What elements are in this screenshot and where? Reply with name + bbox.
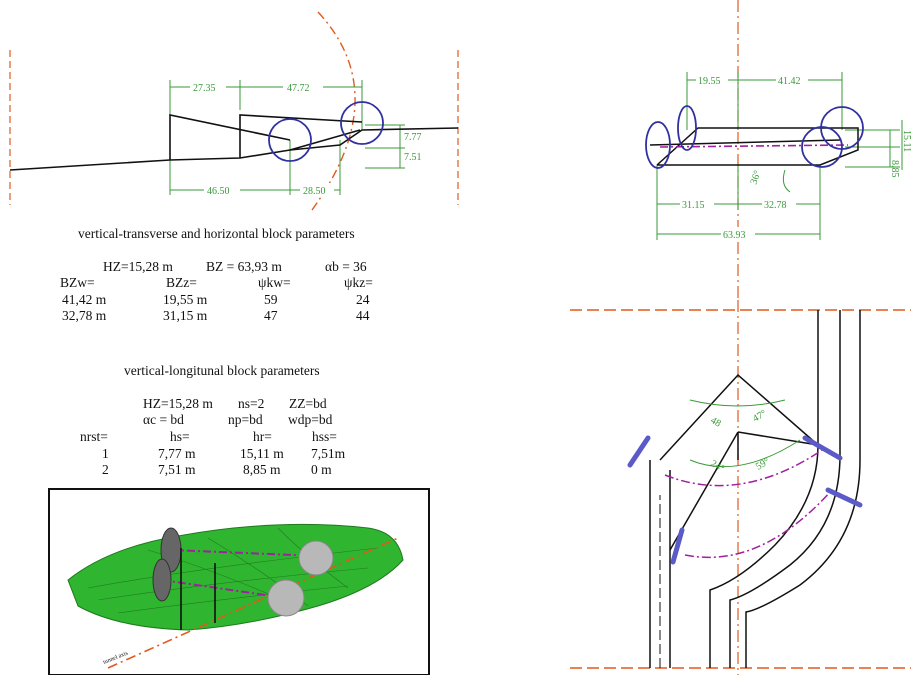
block-circle-2 — [340, 101, 384, 145]
plan-angle-4: 59° — [754, 456, 772, 473]
dim-top-2: 47.72 — [287, 83, 310, 94]
dim-plan-top-2: 41.42 — [778, 76, 801, 87]
radius-arc — [311, 11, 356, 211]
block2-np: np=bd — [228, 412, 263, 427]
block2-h2: hr= — [253, 429, 272, 444]
block1-hz: HZ=15,28 m — [103, 259, 173, 274]
dim-plan-right-1: 8.85 — [889, 160, 900, 178]
block1-r1c3: 24 — [356, 292, 370, 307]
plan-circle-2 — [820, 106, 864, 150]
block2-h0: nrst= — [80, 429, 108, 444]
block1-title: vertical-transverse and horizontal block… — [78, 226, 355, 241]
plan-magenta-arc-2 — [684, 489, 833, 559]
block2-hz: HZ=15,28 m — [143, 396, 213, 411]
block2-r1c1: 7,77 m — [158, 446, 196, 461]
plan-outline — [656, 127, 859, 166]
block2-r2c3: 0 m — [311, 462, 332, 477]
block2-line2: αc = bd np=bd wdp=bd — [0, 412, 560, 430]
block2-row-1: 1 7,77 m 15,11 m 7,51m — [0, 446, 560, 464]
block1-r1c1: 19,55 m — [163, 292, 208, 307]
dim-top-1: 27.35 — [193, 83, 216, 94]
block2-r1c0: 1 — [102, 446, 109, 461]
plan-angle-1: 48 — [709, 415, 723, 430]
dim-right-2: 7.51 — [404, 152, 422, 163]
longitudinal-plan-drawing: 48 47° 24° 59° — [570, 300, 911, 675]
render-disc-4 — [267, 579, 305, 617]
plan-magenta-arc-1 — [664, 449, 823, 487]
wedge-outline — [659, 373, 819, 461]
block1-bz: BZ = 63,93 m — [206, 259, 282, 274]
terrain-3d-render: tunnel axis — [48, 488, 430, 675]
dim-bottom-1: 46.50 — [207, 186, 230, 197]
dim-right-1: 7.77 — [404, 132, 422, 143]
block1-h3: ψkz= — [344, 275, 373, 290]
block2-h3: hss= — [312, 429, 337, 444]
block2-r1c3: 7,51m — [311, 446, 346, 461]
plan-angle-3: 24° — [709, 458, 727, 475]
ground-profile — [9, 127, 459, 171]
block2-headers: nrst= hs= hr= hss= — [0, 429, 560, 447]
block1-alpha: αb = 36 — [325, 259, 367, 274]
render-axis — [107, 537, 399, 669]
block2-r2c0: 2 — [102, 462, 109, 477]
block2-alpha: αc = bd — [143, 412, 184, 427]
render-disc-2 — [152, 558, 172, 602]
plan-circle-1 — [801, 126, 843, 168]
block1-r1c2: 59 — [264, 292, 278, 307]
block1-h1: BZz= — [166, 275, 197, 290]
block1-r2c3: 44 — [356, 308, 370, 323]
block2-r1c2: 15,11 m — [240, 446, 284, 461]
block-circle-1 — [268, 118, 312, 162]
block1-row-1: 41,42 m 19,55 m 59 24 — [0, 292, 560, 310]
dim-plan-top-1: 19.55 — [698, 76, 721, 87]
block2-h1: hs= — [170, 429, 190, 444]
block2-wdp: wdp=bd — [288, 412, 333, 427]
block1-h0: BZw= — [60, 275, 95, 290]
dim-plan-bottom-1: 31.15 — [682, 200, 705, 211]
dim-bottom-2: 28.50 — [303, 186, 326, 197]
block1-headers: BZw= BZz= ψkw= ψkz= — [0, 275, 560, 293]
block1-line1: HZ=15,28 m BZ = 63,93 m αb = 36 — [0, 259, 560, 277]
angle-label: 36° — [748, 169, 763, 186]
dim-plan-bottom-2: 32.78 — [764, 200, 787, 211]
horizontal-plan-drawing: 19.55 41.42 31.15 32.78 63.93 8.85 15.11… — [645, 0, 911, 300]
block2-line1: HZ=15,28 m ns=2 ZZ=bd — [0, 396, 560, 414]
plan-magenta-line — [659, 144, 849, 148]
plan-angle-2: 47° — [751, 408, 769, 425]
block2-title: vertical-longitunal block parameters — [124, 363, 320, 378]
plan-ellipse-1 — [645, 121, 671, 169]
block1-row-2: 32,78 m 31,15 m 47 44 — [0, 308, 560, 326]
block1-h2: ψkw= — [258, 275, 291, 290]
block1-r2c1: 31,15 m — [163, 308, 208, 323]
block1-r2c2: 47 — [264, 308, 278, 323]
block2-row-2: 2 7,51 m 8,85 m 0 m — [0, 462, 560, 480]
block2-ns: ns=2 — [238, 396, 265, 411]
block2-r2c2: 8,85 m — [243, 462, 281, 477]
block1-r1c0: 41,42 m — [62, 292, 107, 307]
block-outline — [169, 114, 291, 160]
dim-plan-bottom-total: 63.93 — [723, 230, 746, 241]
dim-plan-right-2: 15.11 — [901, 130, 911, 152]
block2-zz: ZZ=bd — [289, 396, 327, 411]
block2-r2c1: 7,51 m — [158, 462, 196, 477]
plan-ellipse-2 — [677, 105, 697, 151]
transverse-section-drawing: 27.35 47.72 46.50 28.50 7.77 7.51 — [9, 11, 459, 211]
render-disc-3 — [298, 540, 334, 576]
block1-r2c0: 32,78 m — [62, 308, 107, 323]
